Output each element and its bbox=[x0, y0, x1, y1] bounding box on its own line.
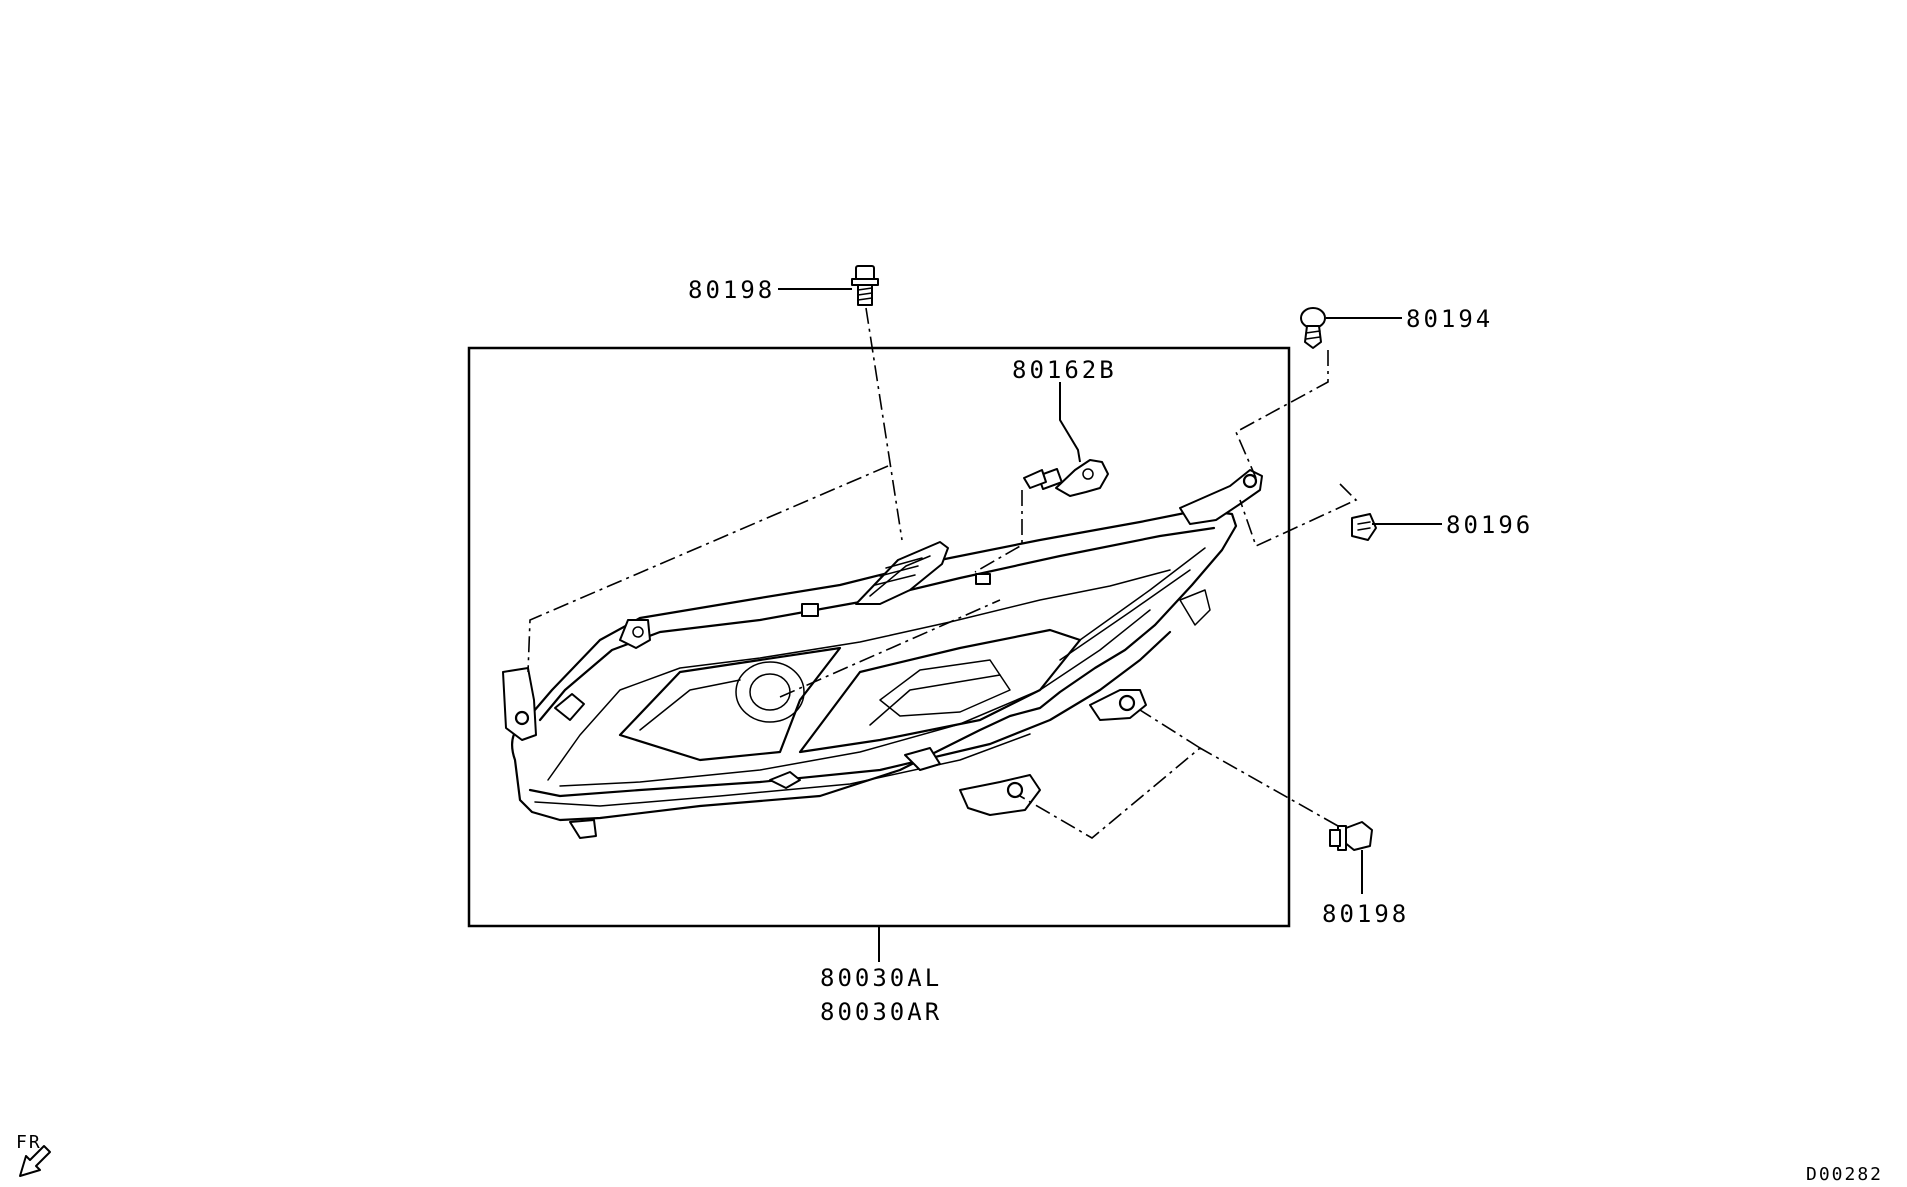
label-clip-right: 80196 bbox=[1446, 511, 1533, 539]
label-bolt-top: 80198 bbox=[688, 276, 775, 304]
label-assembly-right: 80030AR bbox=[820, 998, 942, 1026]
diagram-code: D00282 bbox=[1806, 1164, 1883, 1185]
leader-lines bbox=[778, 288, 1442, 962]
label-bolt-bottom: 80198 bbox=[1322, 900, 1409, 928]
front-arrow-icon bbox=[19, 1145, 51, 1177]
bolt-bottom-icon[interactable] bbox=[1329, 821, 1373, 851]
bulb-icon[interactable] bbox=[1023, 459, 1109, 497]
front-direction-indicator: FR bbox=[16, 1132, 51, 1177]
bolt-top-icon[interactable] bbox=[851, 265, 879, 306]
headlamp-assembly[interactable] bbox=[502, 469, 1263, 839]
label-assembly-left: 80030AL bbox=[820, 964, 942, 992]
screw-top-right-icon[interactable] bbox=[1300, 307, 1326, 349]
clip-right-icon[interactable] bbox=[1351, 513, 1377, 541]
assembly-lines bbox=[527, 307, 1358, 839]
front-indicator-label: FR bbox=[16, 1132, 42, 1153]
label-screw-top-right: 80194 bbox=[1406, 305, 1493, 333]
label-bulb: 80162B bbox=[1012, 356, 1117, 384]
